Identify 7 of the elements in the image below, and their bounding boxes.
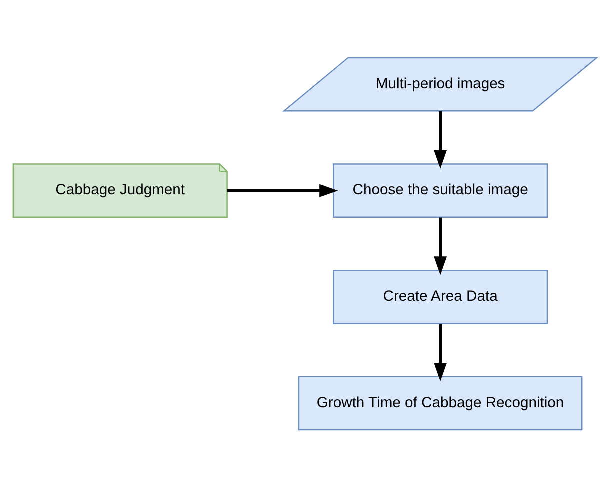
node-box: Create Area Data [332, 270, 548, 324]
arrow [227, 184, 338, 198]
arrow [434, 111, 448, 169]
node-box: Growth Time of Cabbage Recognition [298, 376, 583, 431]
arrow [434, 218, 448, 276]
arrow [434, 324, 448, 382]
node-box: Choose the suitable image [332, 164, 548, 218]
